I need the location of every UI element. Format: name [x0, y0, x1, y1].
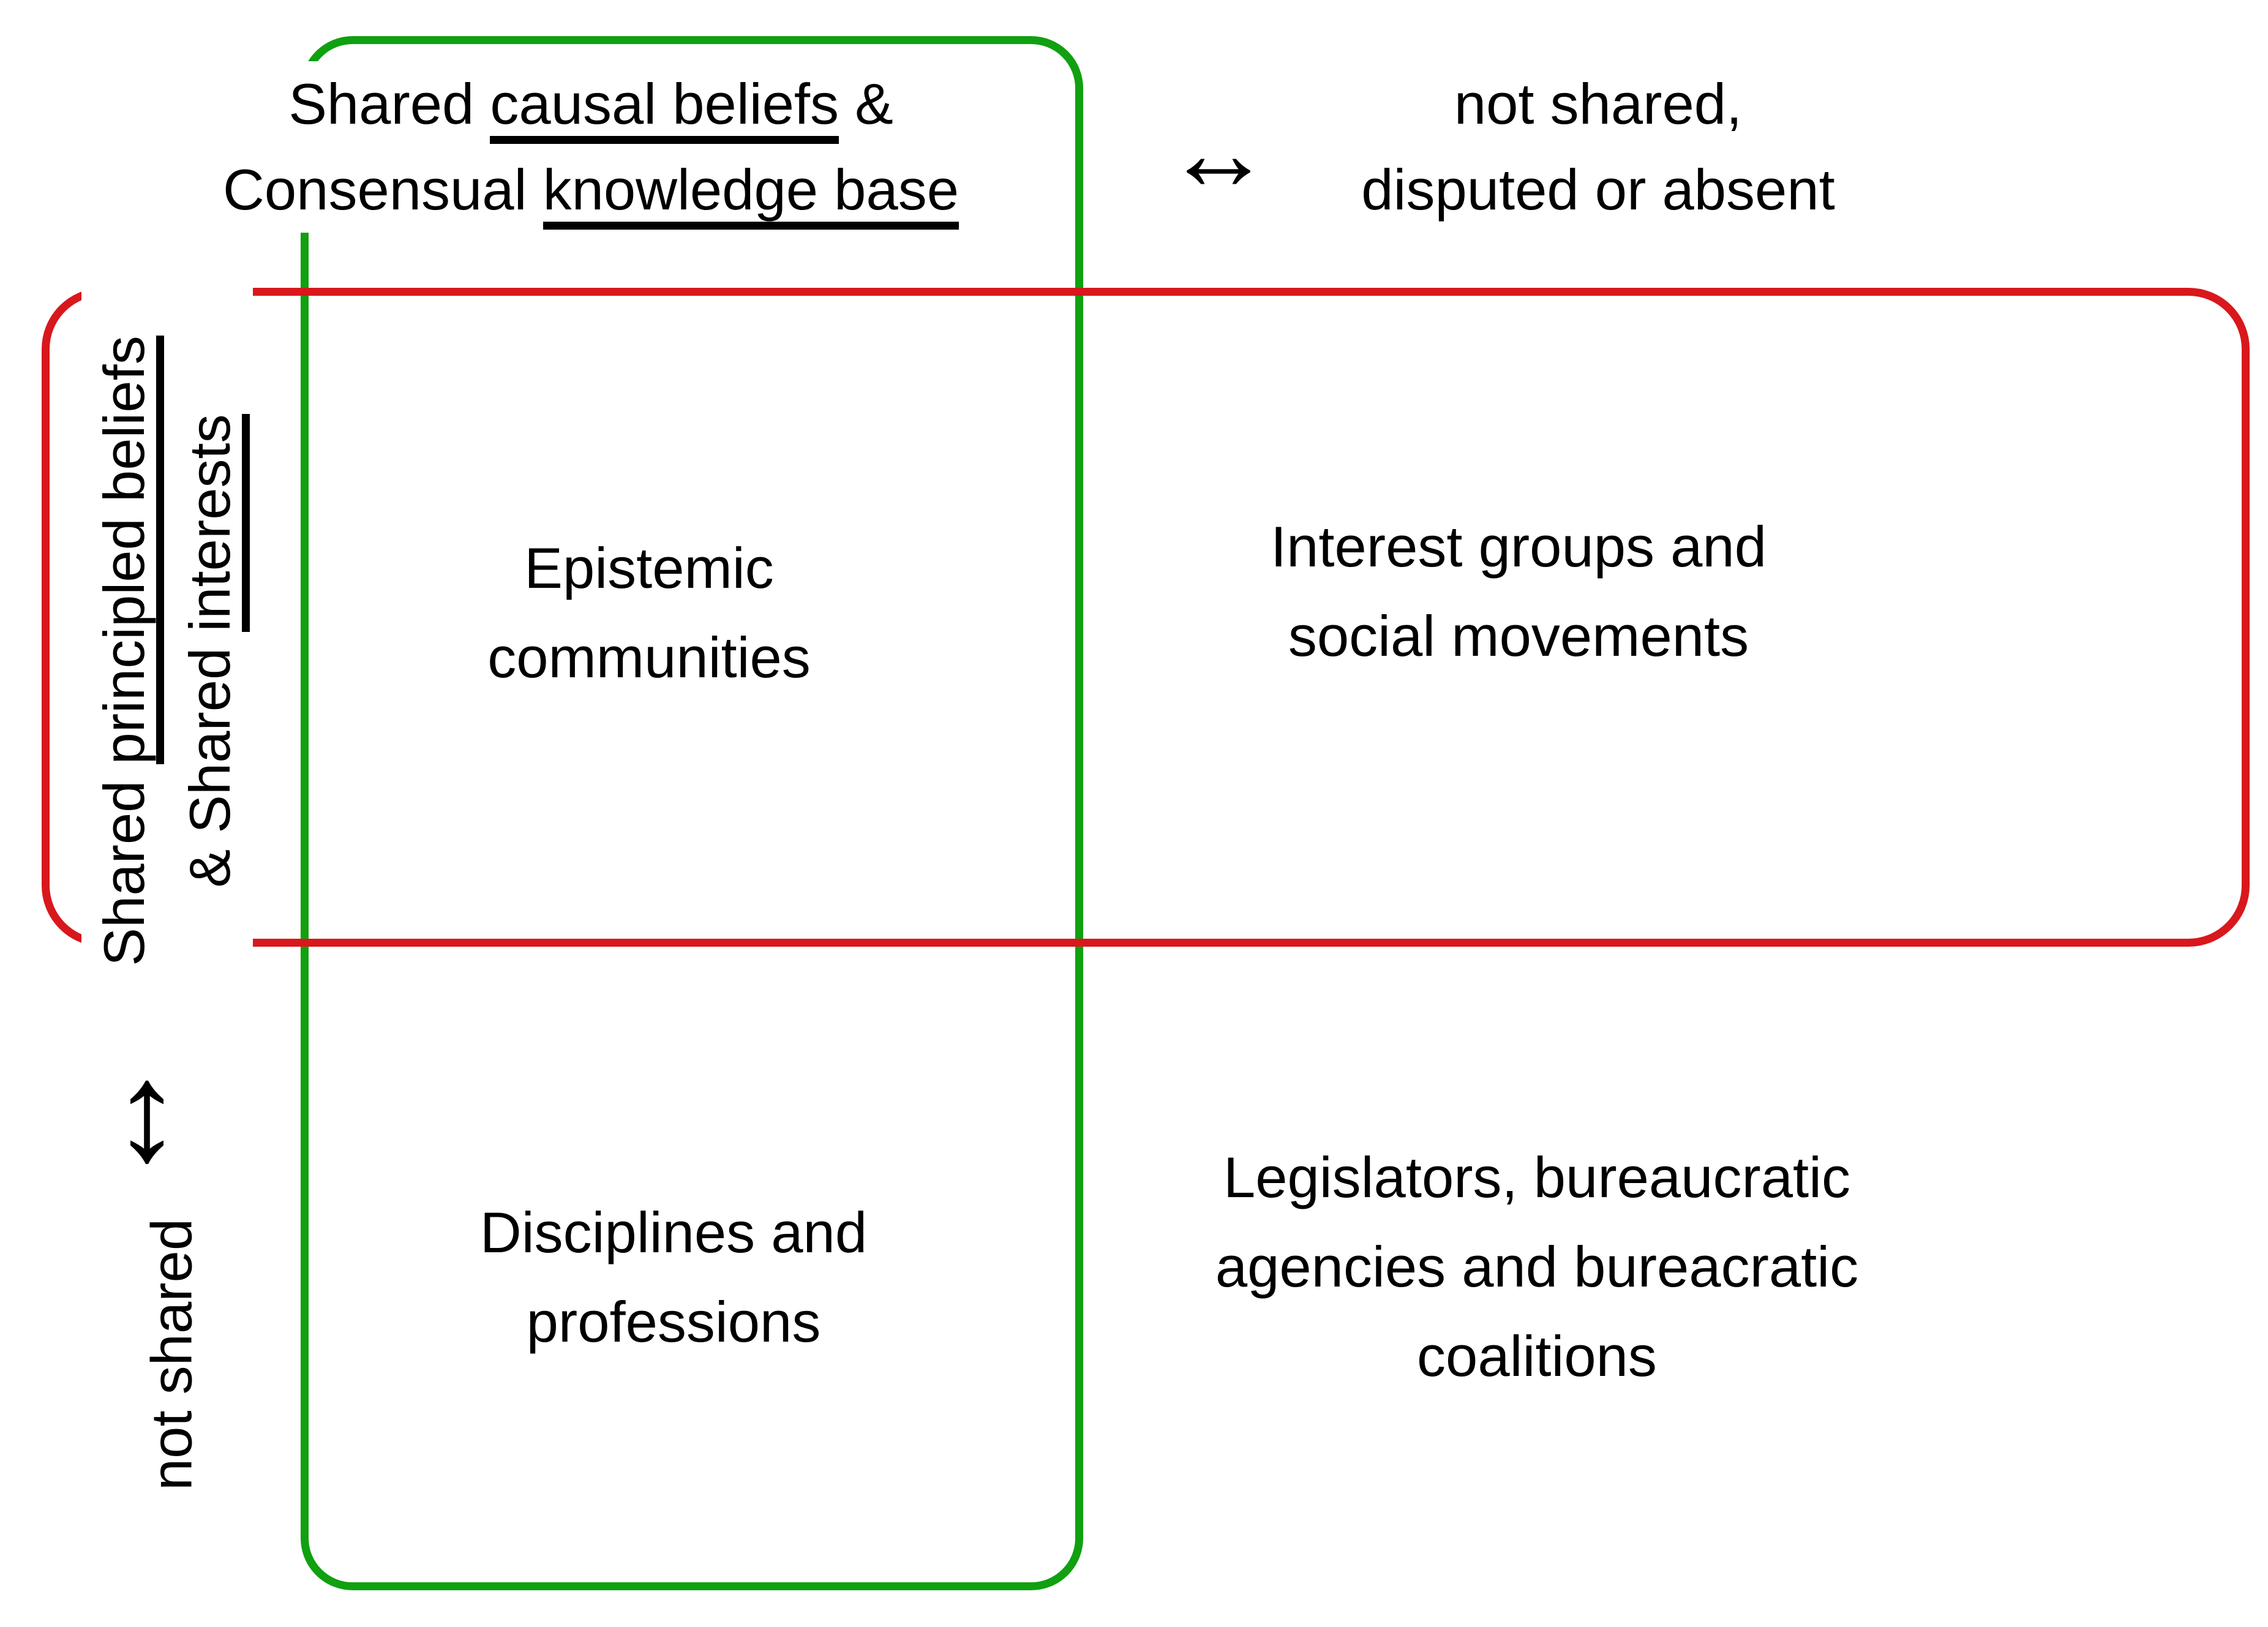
quadrant-label-line: professions	[526, 1290, 821, 1354]
top-axis-not-shared-line1: not shared,	[1454, 72, 1743, 136]
quadrant-epistemic-communities: Epistemic communities	[282, 524, 1016, 702]
top-axis-shared-label-line2: Consensual knowledge base	[184, 147, 998, 233]
top-axis-not-shared-line2: disputed or absent	[1361, 157, 1835, 222]
quadrant-legislators-bureaucratic: Legislators, bureaucratic agencies and b…	[1108, 1133, 1966, 1401]
quadrant-disciplines-professions: Disciplines and professions	[306, 1188, 1041, 1367]
quadrant-label-line: coalitions	[1417, 1324, 1657, 1388]
underline-knowledge-base: knowledge base	[543, 157, 959, 230]
quadrant-label-line: Disciplines and	[479, 1200, 868, 1264]
quadrant-label-line: Legislators, bureaucratic	[1223, 1145, 1851, 1209]
top-axis-not-shared-label: not shared, disputed or absent	[1243, 61, 1953, 233]
top-axis-shared-label: Shared causal beliefs & Consensual knowl…	[184, 61, 998, 233]
left-axis-shared-label: Shared principled beliefs & Shared inter…	[81, 252, 253, 1050]
underline-interests: interests	[178, 414, 250, 632]
horizontal-double-arrow-icon: ↔	[1165, 93, 1272, 212]
top-axis-shared-label-line1: Shared causal beliefs &	[184, 61, 998, 147]
shared-beliefs-region-outline	[42, 288, 2250, 947]
left-axis-shared-label-line1: Shared principled beliefs	[81, 252, 167, 1050]
quadrant-label-line: Epistemic	[524, 536, 774, 600]
quadrant-label-line: communities	[487, 625, 811, 690]
quadrant-label-line: Interest groups and	[1271, 514, 1767, 579]
shared-knowledge-region-outline	[301, 36, 1083, 1590]
quadrant-interest-groups: Interest groups and social movements	[1151, 502, 1886, 681]
left-axis-not-shared-label: not shared	[139, 1218, 204, 1491]
quadrant-label-line: social movements	[1288, 604, 1749, 668]
quadrant-label-line: agencies and bureacratic	[1215, 1234, 1859, 1299]
left-axis-shared-label-line2: & Shared interests	[167, 252, 253, 1050]
vertical-double-arrow-icon: ↕	[111, 1032, 182, 1190]
underline-causal-beliefs: causal beliefs	[490, 72, 839, 144]
underline-principled-beliefs: principled beliefs	[92, 336, 164, 765]
